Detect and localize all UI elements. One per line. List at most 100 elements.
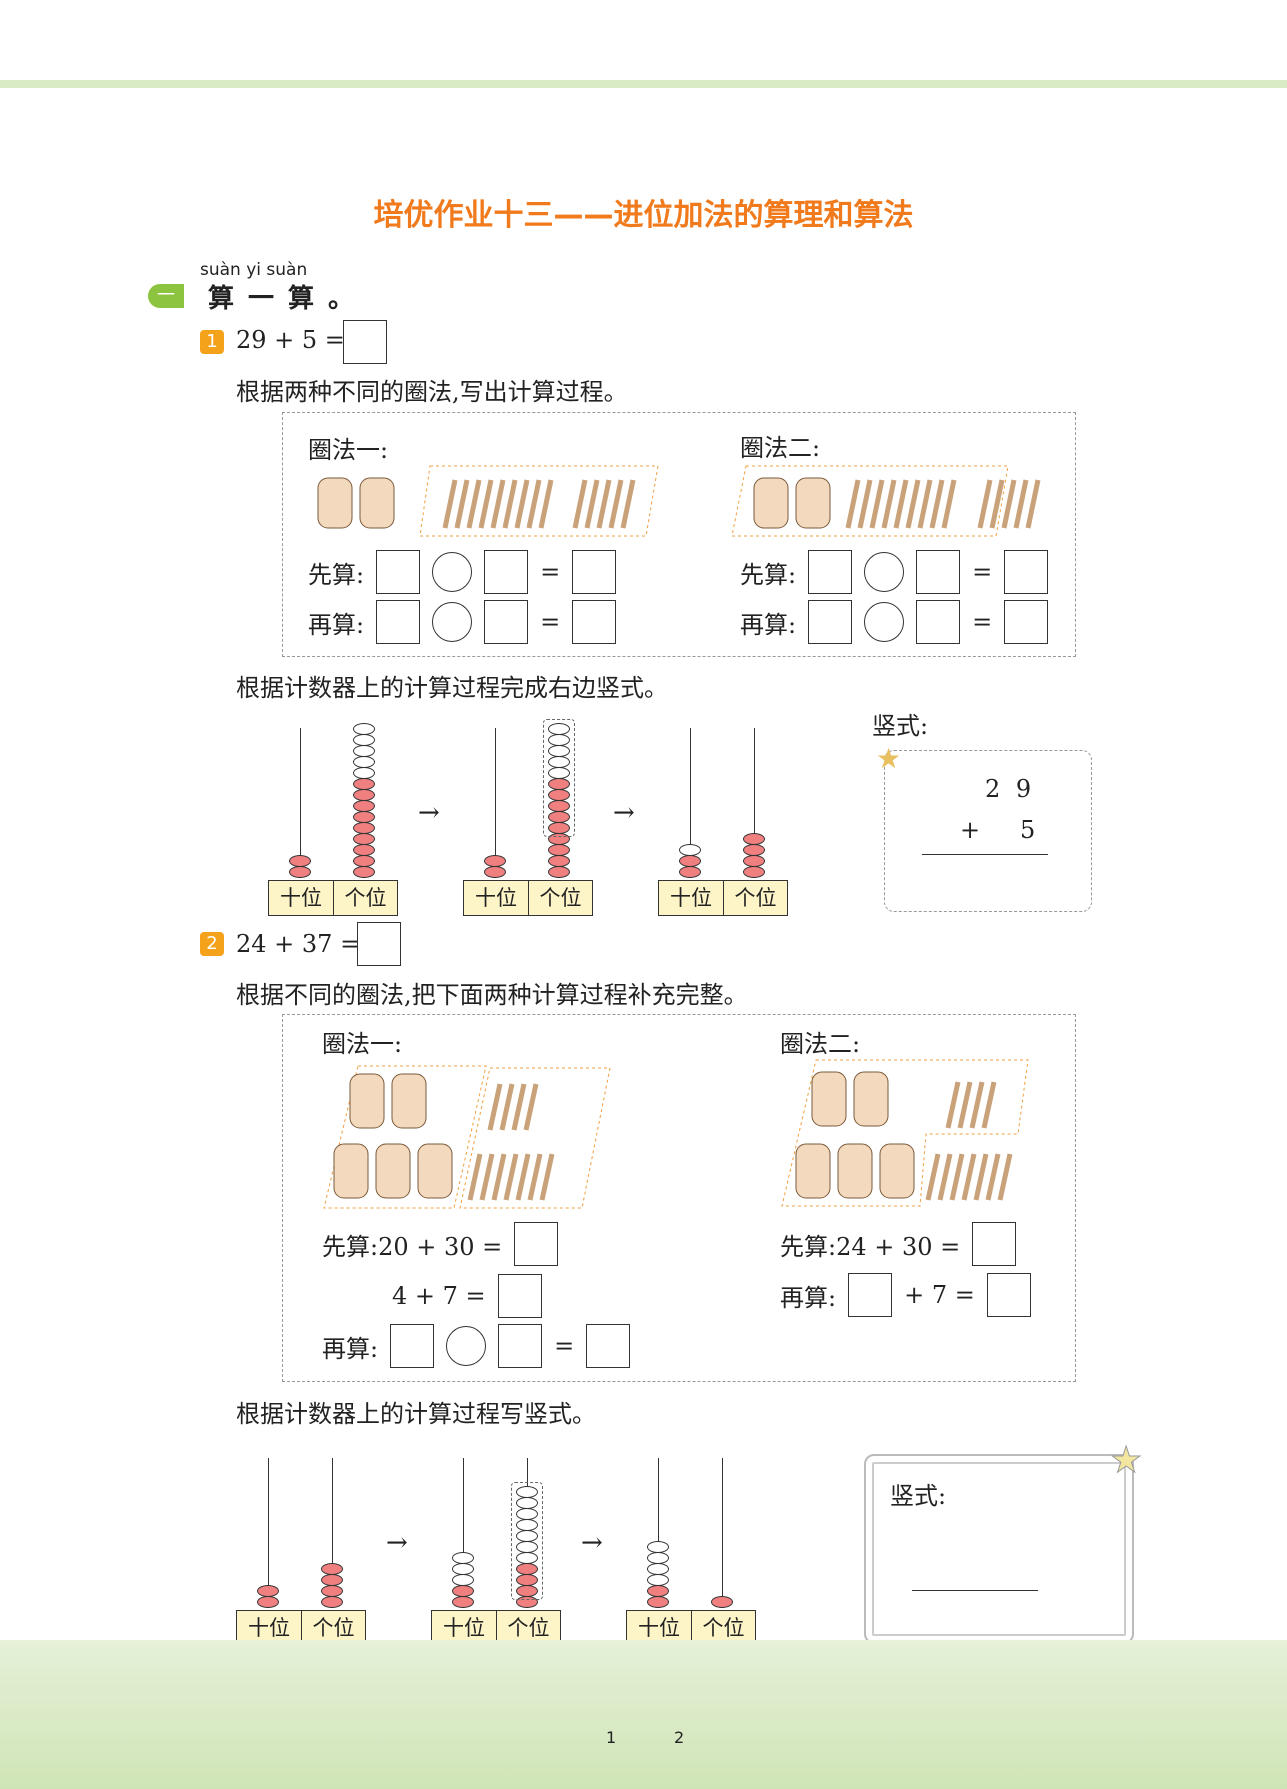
answer-box[interactable]	[572, 550, 617, 594]
ones-label: 个位	[333, 881, 397, 915]
q2-answer-box[interactable]	[357, 922, 401, 966]
operator-circle[interactable]	[864, 552, 905, 592]
white-bead	[452, 1552, 474, 1564]
answer-box[interactable]	[498, 1324, 543, 1368]
answer-box[interactable]	[497, 1274, 542, 1318]
red-bead	[743, 866, 765, 878]
red-bead	[711, 1596, 733, 1608]
answer-box[interactable]	[916, 550, 961, 594]
abacus: 十位个位	[268, 723, 398, 918]
q2-expression: 24 + 37 =	[236, 930, 361, 958]
answer-box[interactable]	[986, 1273, 1031, 1317]
q1-answer-box[interactable]	[343, 320, 387, 364]
red-bead	[353, 789, 375, 801]
red-bead	[679, 855, 701, 867]
answer-box[interactable]	[808, 600, 853, 644]
answer-box[interactable]	[572, 600, 617, 644]
answer-box[interactable]	[808, 550, 853, 594]
red-bead	[647, 1585, 669, 1597]
red-bead	[289, 855, 311, 867]
answer-box[interactable]	[1004, 600, 1049, 644]
equals: =	[554, 1332, 575, 1360]
red-bead	[452, 1585, 474, 1597]
q2-m1-second-row: 4 + 7 =	[392, 1274, 542, 1318]
then-label: 再算:	[322, 1334, 379, 1363]
tens-rod	[463, 1458, 464, 1608]
q2-abacus-instruction: 根据计数器上的计算过程写竖式。	[236, 1400, 596, 1428]
q2-m2-first-row: 先算:24 + 30 =	[780, 1222, 1017, 1266]
operator-circle[interactable]	[432, 602, 473, 642]
q1-m2-first-row: 先算:=	[740, 550, 1049, 594]
red-bead	[353, 844, 375, 856]
section-title: 算一算。	[208, 284, 369, 314]
sticks-illustration-1	[317, 465, 659, 537]
tens-label: 十位	[280, 886, 322, 910]
answer-box[interactable]	[376, 550, 421, 594]
white-bead	[353, 745, 375, 757]
question-number: 1	[200, 330, 224, 354]
equals: =	[540, 558, 561, 586]
red-bead	[743, 844, 765, 856]
arrow-icon: →	[386, 1528, 408, 1558]
abacus: 十位个位	[431, 1458, 561, 1648]
vertical-operator: +	[960, 816, 981, 844]
white-bead	[647, 1541, 669, 1553]
answer-box[interactable]	[972, 1222, 1017, 1266]
abacus: 十位个位	[658, 728, 788, 918]
arrow-icon: →	[581, 1528, 603, 1558]
red-bead	[353, 800, 375, 812]
answer-box[interactable]	[916, 600, 961, 644]
vertical-bottom-number: 5	[1020, 816, 1036, 844]
red-bead	[548, 866, 570, 878]
first-label: 先算:	[740, 560, 797, 589]
operator-circle[interactable]	[864, 602, 905, 642]
answer-box[interactable]	[848, 1273, 893, 1317]
operator-circle[interactable]	[432, 552, 473, 592]
footer-hills	[0, 1640, 1287, 1789]
red-bead	[353, 778, 375, 790]
answer-box[interactable]	[484, 600, 529, 644]
tens-label: 十位	[638, 1616, 680, 1640]
red-bead	[257, 1585, 279, 1597]
tens-label: 十位	[475, 886, 517, 910]
equals: =	[972, 608, 993, 636]
q2-m1-then-row: 再算: =	[322, 1324, 631, 1368]
q1-expression: 29 + 5 =	[236, 326, 345, 354]
q2-instruction: 根据不同的圈法,把下面两种计算过程补充完整。	[236, 981, 748, 1009]
ones-rod	[754, 728, 755, 878]
q1-m1-first-row: 先算: =	[308, 550, 617, 594]
white-bead	[647, 1563, 669, 1575]
white-bead	[647, 1574, 669, 1586]
white-bead	[516, 1486, 538, 1498]
white-bead	[353, 756, 375, 768]
red-bead	[353, 833, 375, 845]
q1-abacus-instruction: 根据计数器上的计算过程完成右边竖式。	[236, 674, 668, 702]
answer-box[interactable]	[484, 550, 529, 594]
red-bead	[647, 1596, 669, 1608]
answer-box[interactable]	[376, 600, 421, 644]
tens-rod	[690, 728, 691, 878]
white-bead	[647, 1552, 669, 1564]
red-bead	[353, 822, 375, 834]
answer-box[interactable]	[586, 1324, 631, 1368]
white-bead	[679, 844, 701, 856]
ones-label: 个位	[691, 1611, 755, 1645]
q1-m2-then-row: 再算:=	[740, 600, 1049, 644]
sticks-illustration-4	[781, 1059, 1029, 1207]
question-number: 2	[200, 932, 224, 956]
q1-method2-label: 圈法二:	[740, 434, 821, 462]
answer-box[interactable]	[1004, 550, 1049, 594]
white-bead	[353, 734, 375, 746]
abacus: 十位个位	[236, 1458, 366, 1648]
operator-circle[interactable]	[446, 1326, 487, 1366]
q1-vertical-label: 竖式:	[872, 712, 929, 740]
q2-method2-label: 圈法二:	[780, 1030, 861, 1058]
page-number-right: 2	[674, 1728, 685, 1747]
first-label: 先算:	[308, 560, 365, 589]
place-value-labels: 十位个位	[463, 880, 593, 916]
ones-rod	[332, 1458, 333, 1608]
red-bead	[484, 855, 506, 867]
red-bead	[321, 1574, 343, 1586]
answer-box[interactable]	[390, 1324, 435, 1368]
answer-box[interactable]	[514, 1222, 559, 1266]
